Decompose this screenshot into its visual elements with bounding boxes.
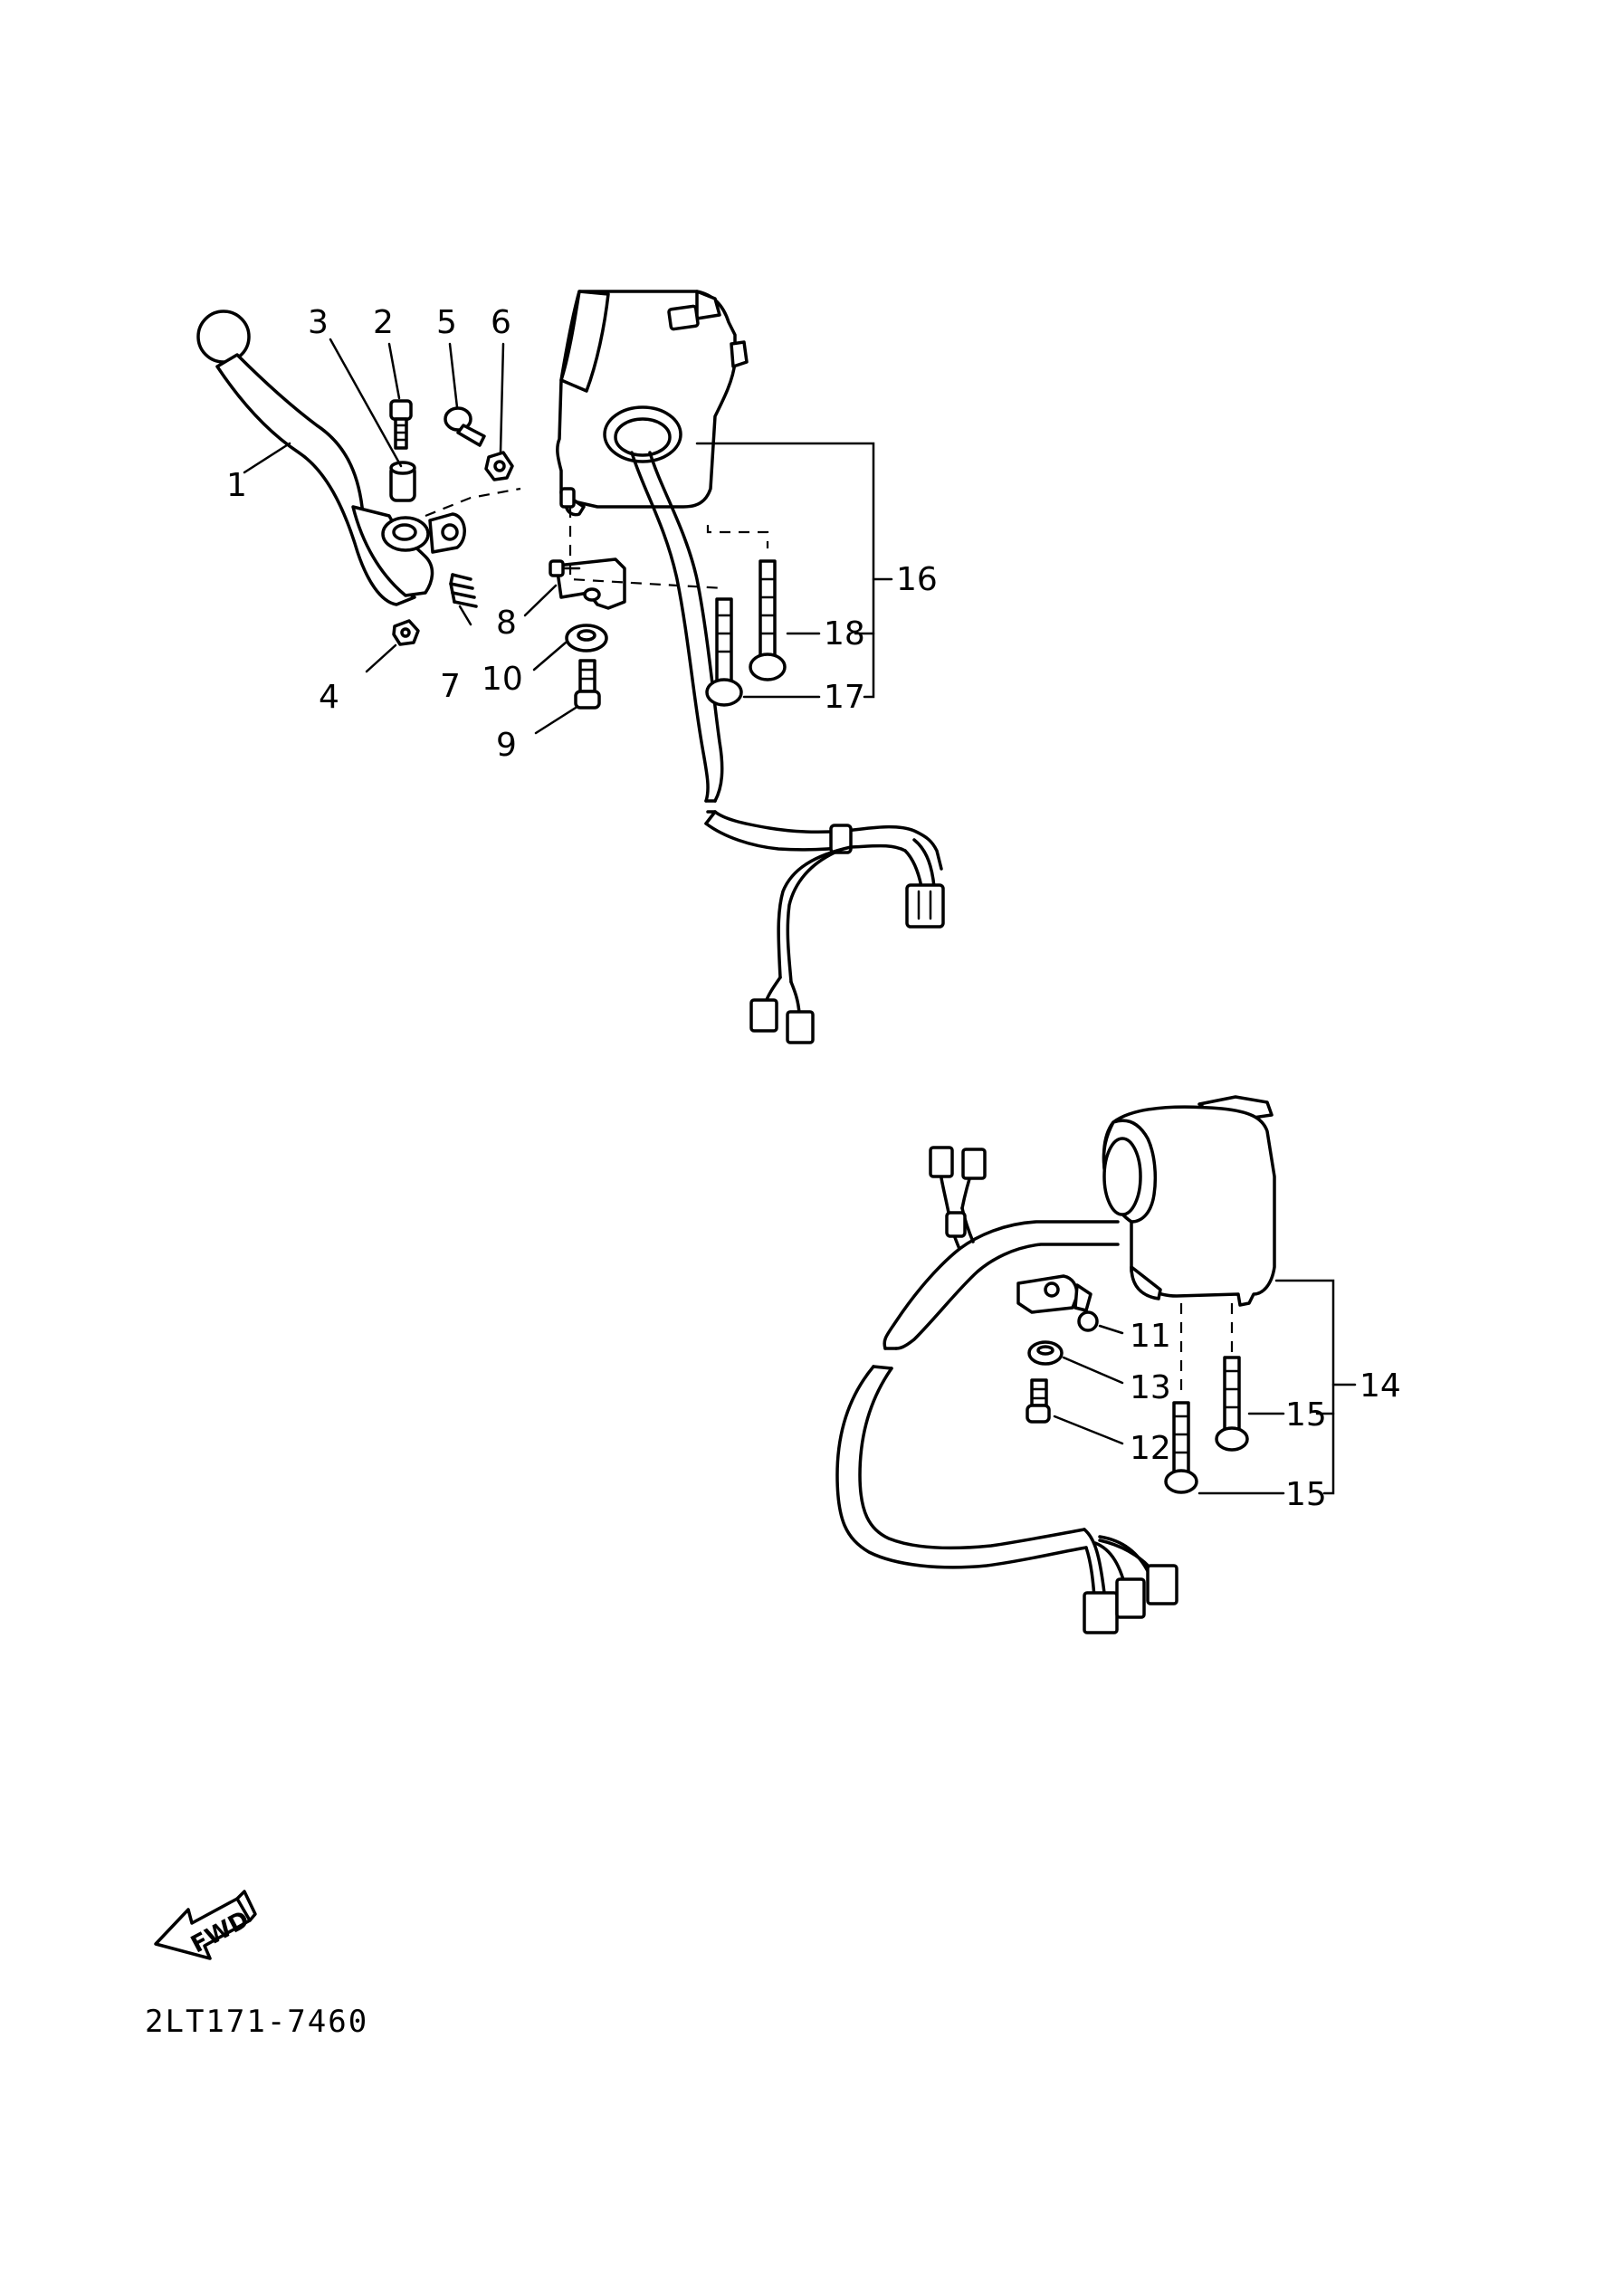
callout-10: 10: [482, 661, 523, 698]
front-brake-switch: [1016, 1274, 1099, 1332]
leader-lines-lower: [1053, 1324, 1124, 1445]
lever-collar: [389, 461, 416, 502]
right-switch-harness: [835, 1146, 1178, 1634]
housing-screw-right-short: [1164, 1401, 1198, 1494]
washer-lower: [1027, 1340, 1064, 1366]
lever-nut: [392, 619, 420, 646]
group-bracket-16: [568, 442, 893, 699]
callout-1: 1: [226, 467, 247, 504]
pivot-bolt: [389, 399, 413, 450]
callout-15-lower: 15: [1285, 1476, 1327, 1513]
right-switch-housing: [1102, 1095, 1276, 1307]
adjuster-nut: [484, 451, 514, 481]
clutch-lever: [196, 310, 434, 606]
switch-screw-lower: [1026, 1378, 1051, 1424]
callout-17: 17: [824, 679, 865, 716]
housing-screw-long: [749, 559, 787, 681]
callout-6: 6: [491, 304, 511, 341]
assembly-guide-line: [425, 487, 521, 518]
forward-direction-arrow-icon: FWD: [154, 1890, 257, 1960]
adjuster-screw: [444, 406, 486, 447]
washer: [565, 624, 608, 653]
group-bracket-14: [1179, 1279, 1357, 1495]
callout-8: 8: [496, 605, 517, 642]
leader-lines-upper: [243, 338, 577, 735]
housing-screw-right-long: [1215, 1356, 1249, 1452]
callout-5: 5: [436, 304, 457, 341]
drawing-code: 2LT171-7460: [145, 2004, 368, 2040]
callout-2: 2: [373, 304, 394, 341]
callout-16: 16: [896, 561, 938, 598]
return-spring: [449, 573, 478, 608]
callout-4: 4: [319, 679, 339, 716]
switch-screw: [574, 659, 601, 710]
callout-18: 18: [824, 615, 865, 653]
clutch-switch: [549, 557, 626, 610]
callout-7: 7: [440, 668, 461, 705]
callout-15-upper: 15: [1285, 1396, 1327, 1434]
callout-11: 11: [1130, 1318, 1171, 1355]
left-switch-harness: [630, 451, 945, 1044]
callout-3: 3: [308, 304, 329, 341]
housing-screw-short: [705, 597, 743, 707]
callout-13: 13: [1130, 1369, 1171, 1406]
lever-bracket: [381, 512, 466, 554]
callout-12: 12: [1130, 1430, 1171, 1467]
callout-9: 9: [496, 727, 517, 764]
callout-14: 14: [1360, 1367, 1401, 1405]
left-switch-housing: [556, 290, 749, 517]
